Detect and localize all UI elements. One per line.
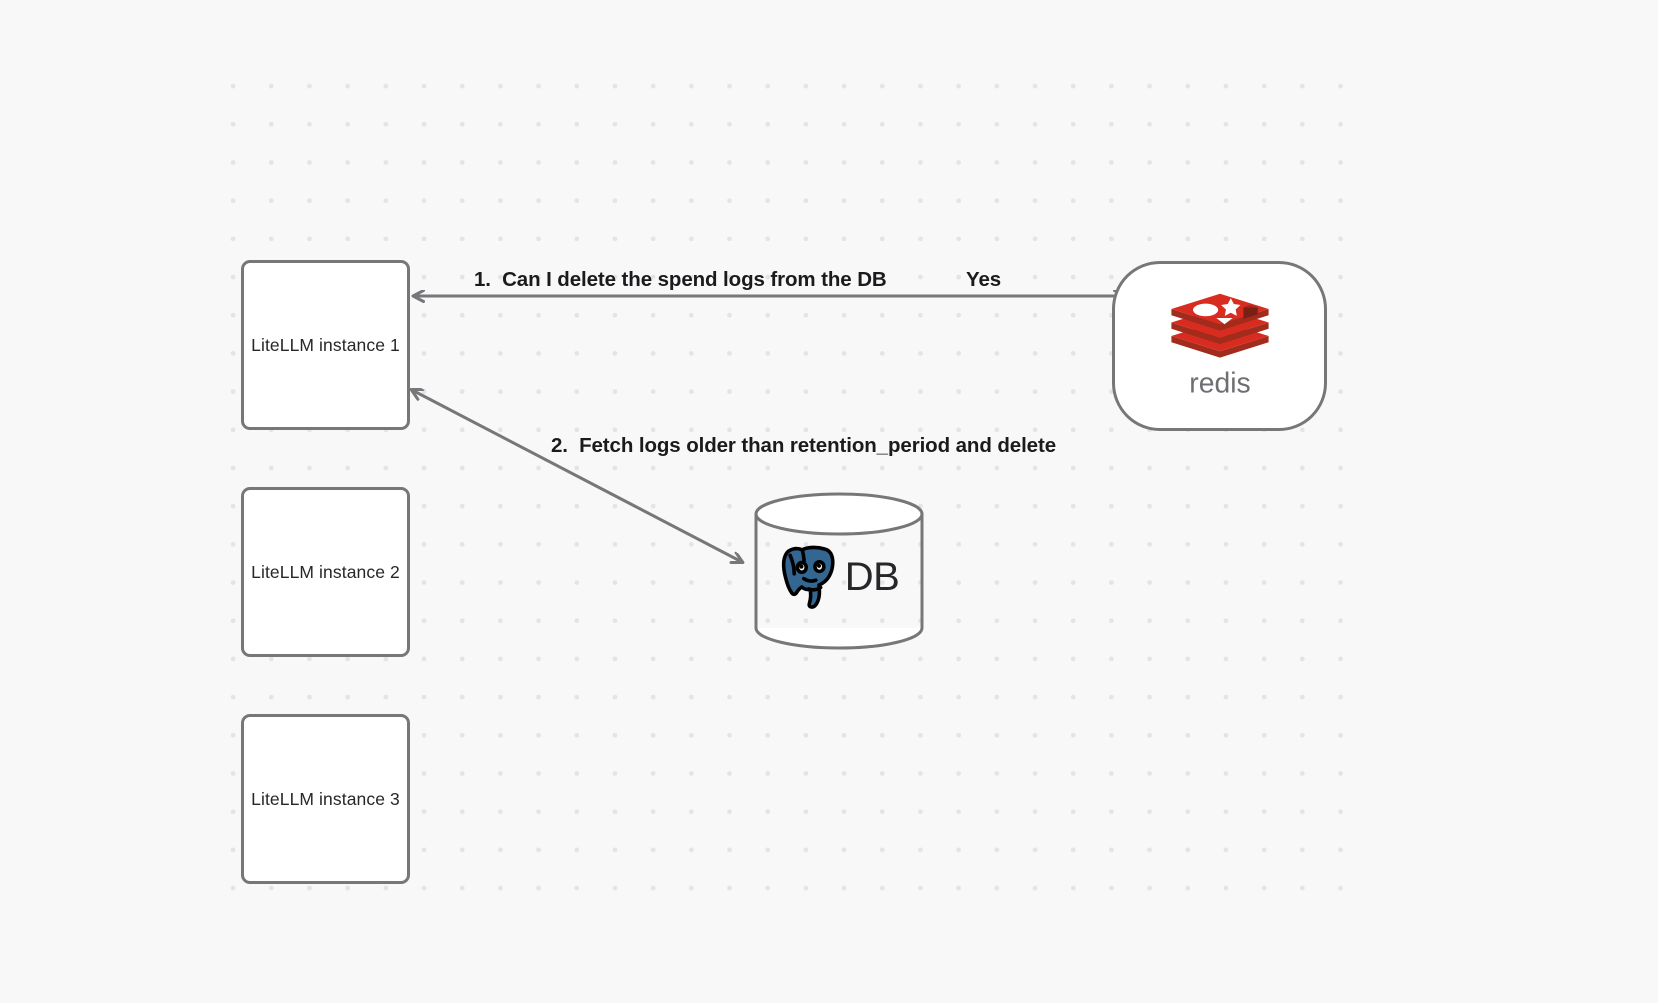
node-postgres-db[interactable]: DB bbox=[753, 492, 925, 650]
node-litellm-instance-2-label: LiteLLM instance 2 bbox=[251, 561, 400, 582]
redis-logo-icon bbox=[1170, 293, 1269, 358]
node-litellm-instance-1-label: LiteLLM instance 1 bbox=[251, 334, 400, 355]
edge-litellm1-db bbox=[412, 390, 742, 562]
node-litellm-instance-3[interactable]: LiteLLM instance 3 bbox=[241, 714, 410, 884]
edge-label-step-2: 2. Fetch logs older than retention_perio… bbox=[551, 434, 1056, 457]
db-cylinder-shape bbox=[754, 492, 924, 650]
node-litellm-instance-2[interactable]: LiteLLM instance 2 bbox=[241, 487, 410, 657]
edge-label-step-1-reply: Yes bbox=[966, 268, 1002, 291]
node-redis[interactable]: redis bbox=[1112, 261, 1327, 431]
node-litellm-instance-3-label: LiteLLM instance 3 bbox=[251, 788, 400, 809]
db-logo-row: DB bbox=[753, 544, 925, 610]
node-litellm-instance-1[interactable]: LiteLLM instance 1 bbox=[241, 260, 410, 430]
redis-wordmark-text: redis bbox=[1189, 367, 1250, 399]
redis-wordmark: redis bbox=[1189, 367, 1250, 399]
db-label: DB bbox=[844, 555, 900, 599]
postgresql-elephant-icon bbox=[781, 545, 835, 609]
edge-label-step-1: 1. Can I delete the spend logs from the … bbox=[474, 268, 887, 291]
